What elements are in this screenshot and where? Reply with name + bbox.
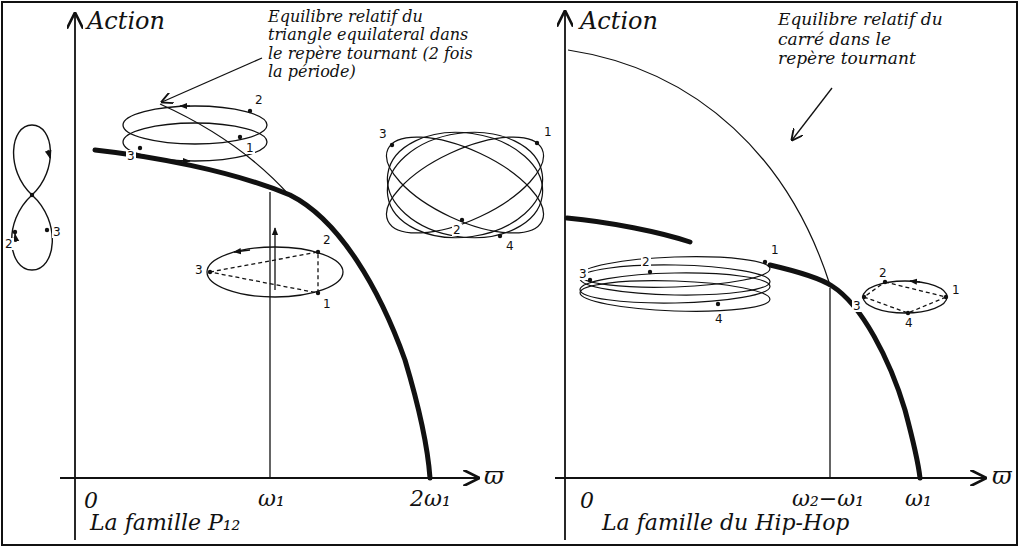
- axis-title: ϖ: [990, 463, 1014, 491]
- body-number: 3: [578, 268, 588, 280]
- body-number: 3: [126, 150, 136, 162]
- body-number: 2: [254, 94, 264, 106]
- family-curve: [770, 265, 920, 478]
- axis-title: Action: [578, 8, 660, 36]
- panel-caption: La famille P₁₂: [88, 510, 242, 535]
- square-orbit: [863, 281, 947, 313]
- body-number: 3: [852, 300, 862, 312]
- body-number: 1: [770, 244, 780, 256]
- body-number: 3: [194, 264, 204, 276]
- body-number: 2: [641, 256, 651, 268]
- family-curve: [567, 218, 690, 242]
- panel-caption: La famille du Hip-Hop: [600, 510, 851, 535]
- leader-line: [162, 58, 262, 102]
- body-number: 2: [878, 267, 888, 279]
- annotation: Equilibre relatif du carré dans le repèr…: [776, 10, 955, 69]
- equilibrium-branch: [568, 50, 830, 285]
- family-curve: [95, 150, 430, 478]
- body-number: 1: [951, 284, 961, 296]
- stacked-orbit: [580, 254, 771, 315]
- body-number: 2: [322, 234, 332, 246]
- triangle-orbit: [207, 228, 343, 297]
- body-number: 4: [505, 240, 515, 252]
- body-number: 2: [4, 238, 14, 250]
- body-number: 2: [452, 224, 462, 236]
- leader-line: [792, 88, 832, 140]
- axis-tick: 2ω₁: [408, 486, 453, 511]
- axis-tick: 0: [578, 488, 596, 513]
- axis-tick: ω₁: [903, 486, 934, 511]
- body-number: 3: [378, 128, 388, 140]
- axis-tick: ω₂−ω₁: [790, 486, 866, 511]
- left-axes: [60, 14, 478, 540]
- body-number: 4: [904, 317, 914, 329]
- body-number: 3: [52, 226, 62, 238]
- body-number: 1: [322, 298, 332, 310]
- axis-title: Action: [85, 8, 167, 36]
- axis-title: ϖ: [482, 463, 506, 491]
- figure-eight-orbit: [12, 125, 53, 270]
- axis-tick: ω₁: [256, 486, 287, 511]
- body-number: 1: [245, 142, 255, 154]
- annotation: Equilibre relatif du triangle equilatera…: [266, 8, 475, 82]
- body-number: 1: [543, 126, 553, 138]
- double-period-orbit: [123, 106, 267, 161]
- body-number: 4: [714, 313, 724, 325]
- hip-hop-orbit: [373, 117, 557, 252]
- equilibrium-branch: [160, 104, 290, 196]
- right-axes: [555, 12, 985, 540]
